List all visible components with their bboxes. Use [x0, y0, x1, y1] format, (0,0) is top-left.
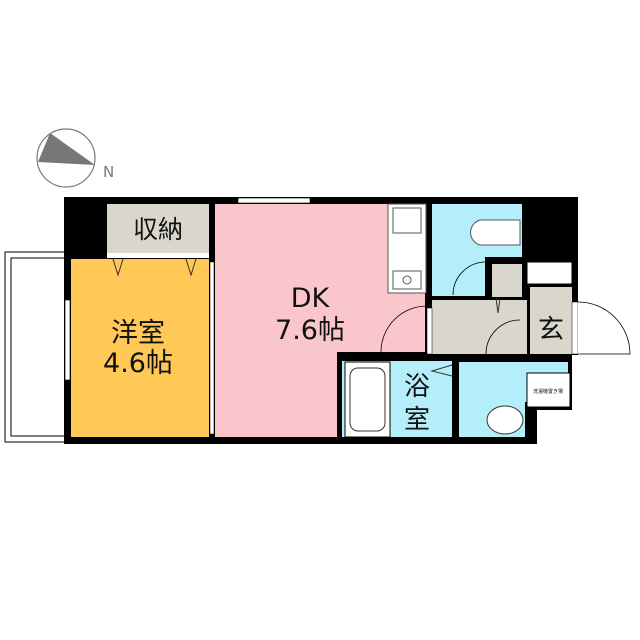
- storage-label: 収納: [133, 215, 183, 244]
- washer-space: [526, 372, 571, 408]
- western-room-size: 4.6帖: [103, 348, 173, 379]
- compass: N: [36, 128, 114, 188]
- bath-label-2: 室: [404, 405, 430, 435]
- small-closet: [492, 264, 522, 297]
- stove-icon: [392, 270, 422, 290]
- western-room-label: 洋室: [111, 318, 165, 349]
- bath-label-1: 浴: [404, 372, 430, 402]
- washer-label: 洗濯機置き場: [533, 388, 563, 395]
- hallway: [432, 300, 527, 354]
- front-door: [571, 301, 579, 355]
- shoe-cabinet: [526, 261, 573, 285]
- window-dk: [237, 197, 311, 204]
- dk-size: 7.6帖: [275, 315, 345, 346]
- compass-needle-icon: [38, 133, 95, 165]
- compass-north-label: N: [103, 163, 114, 181]
- storage-room: [107, 204, 209, 253]
- sink-icon: [392, 207, 422, 234]
- window-western: [64, 299, 71, 381]
- sliding-door: [209, 261, 215, 435]
- closet-door-marks: [112, 258, 197, 277]
- entrance: [530, 287, 572, 354]
- dk-label: DK: [291, 283, 331, 314]
- washbasin-icon: [486, 405, 524, 435]
- entrance-label: 玄: [538, 315, 564, 345]
- toilet-icon: [470, 219, 521, 246]
- western-room: [71, 259, 209, 437]
